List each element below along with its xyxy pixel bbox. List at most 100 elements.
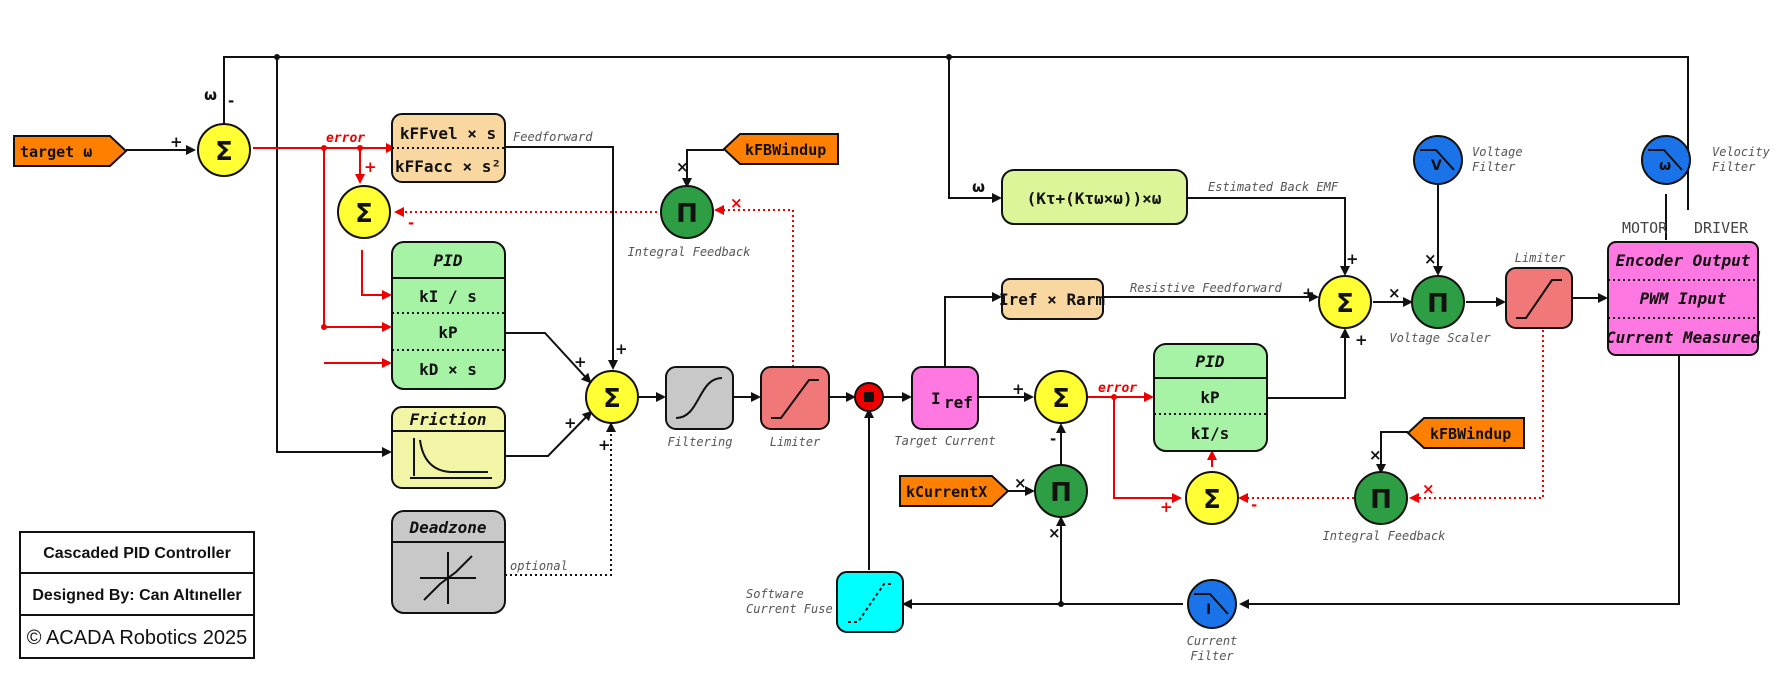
svg-text:kD × s: kD × s — [419, 360, 477, 379]
svg-text:+: + — [1012, 380, 1025, 398]
voltage-filter-label-1: Voltage — [1472, 145, 1523, 159]
svg-text:Π: Π — [1427, 289, 1449, 319]
resistive-ff-block: Iref × Rarm — [999, 278, 1105, 320]
voltage-filter-icon: V — [1413, 135, 1463, 185]
feedforward-label: Feedforward — [513, 130, 593, 144]
svg-text:×: × — [676, 158, 689, 176]
sum-junction-voltage: Σ — [1318, 275, 1372, 329]
pid-current-block: PID kP kI/s — [1153, 343, 1268, 452]
filtering-label: Filtering — [667, 435, 732, 449]
current-filter-icon: I — [1187, 579, 1237, 629]
integral-feedback-label-current: Integral Feedback — [1323, 529, 1447, 543]
limiter-block-voltage — [1505, 267, 1573, 329]
credits-copyright: © ACADA Robotics 2025 — [27, 627, 247, 649]
resistive-ff-label: Resistive Feedforward — [1130, 281, 1282, 295]
pid-velocity-block: PID kI / s kP kD × s — [391, 241, 506, 390]
svg-text:PID: PID — [434, 251, 463, 270]
svg-text:kP: kP — [1200, 388, 1219, 407]
stop-node — [854, 382, 884, 412]
svg-text:Σ: Σ — [1052, 384, 1070, 414]
svg-text:-: - — [1050, 430, 1056, 448]
credits-designer: Designed By: Can Altıneller — [32, 587, 241, 604]
back-emf-label: Estimated Back EMF — [1208, 180, 1339, 194]
svg-text:Σ: Σ — [1336, 289, 1354, 319]
svg-text:ref: ref — [944, 393, 973, 412]
credits-title: Cascaded PID Controller — [43, 545, 231, 562]
kfbwindup-tag-top: kFBWindup — [722, 133, 839, 165]
svg-text:Π: Π — [676, 199, 698, 229]
svg-text:+: + — [364, 158, 377, 176]
junction-dots — [274, 54, 1117, 607]
svg-text:kFBWindup: kFBWindup — [745, 141, 826, 159]
sum-junction-velocity-error: Σ — [197, 123, 251, 177]
svg-text:-: - — [228, 92, 234, 110]
pwm-input-label: PWM Input — [1640, 289, 1727, 308]
svg-text:+: + — [615, 340, 628, 358]
svg-text:+: + — [1302, 284, 1315, 302]
svg-text:×: × — [1388, 284, 1401, 302]
svg-text:+: + — [1355, 331, 1368, 349]
svg-text:Π: Π — [1370, 485, 1392, 515]
iref-block: I ref — [911, 366, 979, 430]
motor-driver-block: Encoder Output PWM Input Current Measure… — [1606, 241, 1760, 356]
motor-header: MOTOR — [1622, 219, 1668, 237]
svg-text:×: × — [1048, 524, 1061, 542]
svg-text:×: × — [1369, 446, 1382, 464]
svg-text:I: I — [931, 389, 941, 408]
svg-text:kFBWindup: kFBWindup — [1430, 425, 1511, 443]
svg-text:+: + — [598, 436, 611, 454]
svg-text:kI/s: kI/s — [1191, 424, 1230, 443]
mult-integral-feedback-current: Π — [1354, 471, 1408, 525]
mult-current-scale: Π — [1034, 464, 1088, 518]
svg-text:Iref × Rarm: Iref × Rarm — [999, 290, 1105, 309]
svg-text:PID: PID — [1196, 352, 1225, 371]
target-input-tag: target ω — [13, 135, 128, 167]
mult-integral-feedback-velocity: Π — [660, 185, 714, 239]
svg-text:kI / s: kI / s — [419, 287, 477, 306]
svg-text:Friction: Friction — [409, 410, 486, 429]
svg-text:+: + — [574, 353, 587, 371]
svg-text:Π: Π — [1050, 478, 1072, 508]
svg-text:kCurrentX: kCurrentX — [906, 483, 987, 501]
credits-box: Cascaded PID Controller Designed By: Can… — [19, 531, 255, 659]
target-current-label: Target Current — [894, 434, 995, 448]
integral-feedback-label-velocity: Integral Feedback — [628, 245, 752, 259]
svg-text:×: × — [730, 194, 743, 212]
svg-text:Σ: Σ — [215, 137, 233, 167]
svg-text:+: + — [564, 414, 577, 432]
svg-text:Σ: Σ — [355, 199, 373, 229]
voltage-filter-label-2: Filter — [1472, 160, 1516, 174]
svg-text:Σ: Σ — [603, 384, 621, 414]
omega-top-label: ω — [204, 86, 217, 104]
svg-text:target ω: target ω — [20, 143, 92, 161]
feedforward-block: kFFvel × s kFFacc × s² — [391, 113, 506, 183]
svg-text:+: + — [1160, 498, 1173, 516]
omega-mid-label: ω — [972, 178, 985, 196]
limiter-label-voltage: Limiter — [1515, 251, 1566, 265]
velocity-filter-icon: ω — [1641, 135, 1691, 185]
svg-text:-: - — [408, 214, 414, 232]
kcurrentx-tag: kCurrentX — [899, 475, 1010, 507]
voltage-scaler-label: Voltage Scaler — [1389, 331, 1491, 345]
sum-junction-velocity-output: Σ — [585, 370, 639, 424]
svg-text:kFFvel × s: kFFvel × s — [400, 124, 496, 143]
svg-text:×: × — [1424, 250, 1437, 268]
svg-text:kP: kP — [438, 323, 457, 342]
error-label-velocity: error — [326, 131, 365, 146]
svg-text:kFFacc × s²: kFFacc × s² — [395, 157, 501, 176]
svg-text:ω: ω — [1659, 158, 1671, 174]
current-measured-label: Current Measured — [1606, 328, 1760, 347]
friction-block: Friction — [391, 406, 506, 489]
driver-header: DRIVER — [1694, 219, 1749, 237]
svg-text:+: + — [170, 133, 183, 151]
velocity-filter-label-1: Velocity — [1712, 145, 1771, 159]
current-filter-label-1: Current — [1187, 634, 1238, 648]
sum-junction-current-error: Σ — [1034, 370, 1088, 424]
current-filter-label-2: Filter — [1190, 649, 1234, 663]
optional-label: optional — [510, 559, 568, 573]
sign-labels: + - + - + + + + + - + - + + + × × × × × … — [170, 92, 1437, 542]
svg-text:×: × — [1422, 480, 1435, 498]
sum-junction-integral: Σ — [337, 185, 391, 239]
software-current-fuse-block — [836, 571, 904, 633]
